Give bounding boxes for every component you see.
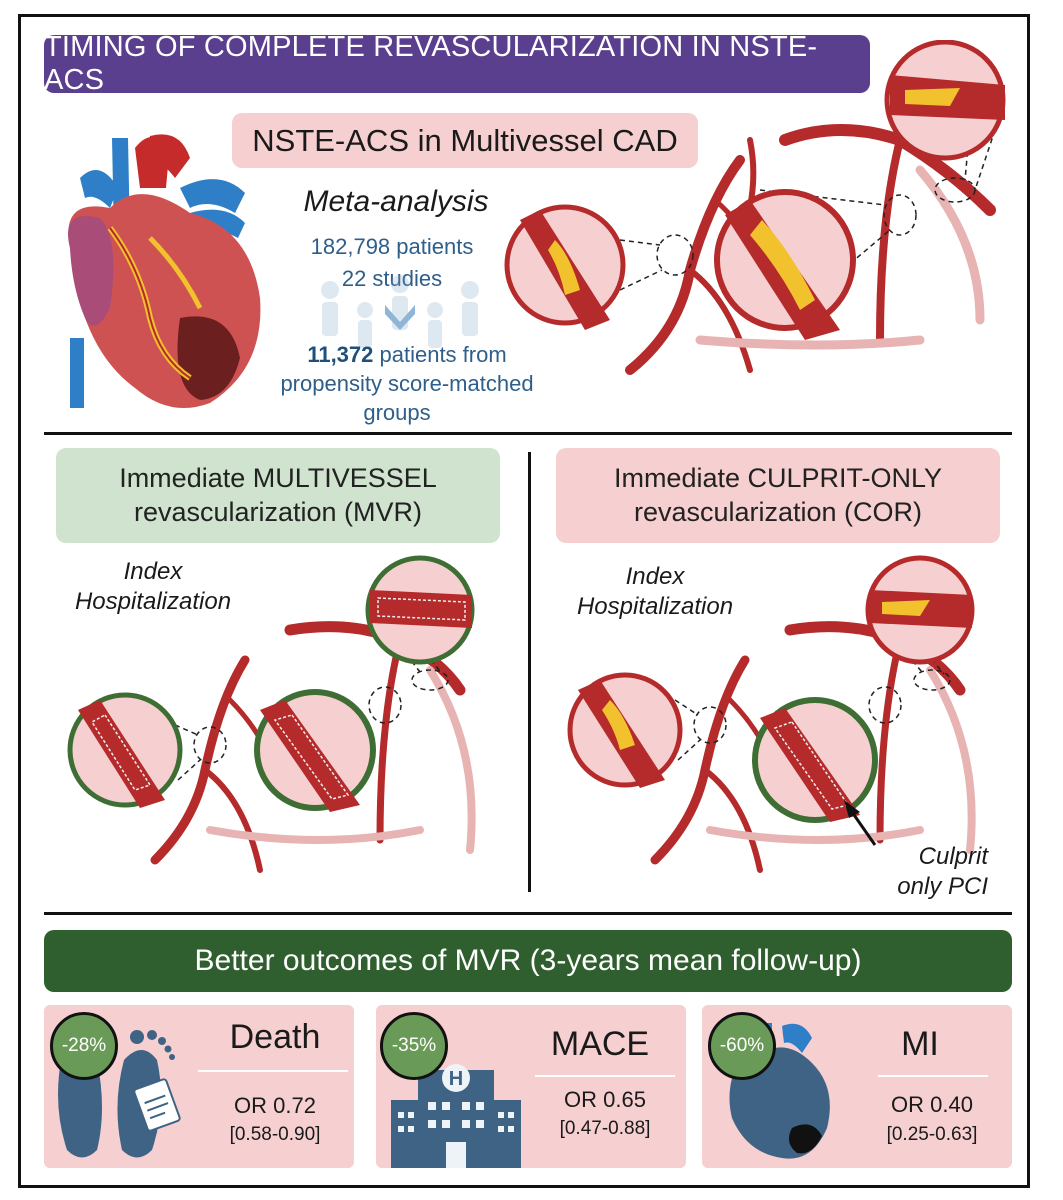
mace-divider [535, 1075, 675, 1077]
meta-matched-line1: 11,372 patients from [262, 342, 552, 368]
mvr-index-hospitalization: Index Hospitalization [58, 557, 248, 617]
meta-matched-line2: propensity score-matched [280, 371, 534, 396]
cor-strategy-box: Immediate CULPRIT-ONLY revascularization… [556, 448, 1000, 543]
mvr-strategy-label: Immediate MULTIVESSEL revascularization … [119, 462, 437, 530]
death-reduction-badge: -28% [50, 1012, 118, 1080]
mi-odds-ratio: OR 0.40 [891, 1092, 973, 1117]
feet-toe-tag-icon [58, 1030, 181, 1158]
subtitle-box: NSTE-ACS in Multivessel CAD [232, 113, 698, 168]
meta-studies: 22 studies [341, 266, 443, 291]
death-title: Death [229, 1018, 321, 1056]
meta-patients-total: 182,798 patients [310, 234, 474, 259]
cor-index-line1: Index [625, 563, 685, 590]
meta-analysis-heading: Meta-analysis [303, 185, 489, 218]
hospital-icon: H [391, 1064, 521, 1168]
mi-divider [878, 1075, 988, 1077]
chevron-down-icon [385, 305, 415, 330]
mvr-line1: Immediate MULTIVESSEL [119, 462, 437, 493]
mace-title: MACE [550, 1025, 650, 1063]
coronary-tree-mvr [67, 555, 476, 873]
culprit-line1: Culprit [918, 843, 988, 870]
people-group-icon [321, 275, 479, 348]
culprit-only-pci-label: Culprit only PCI [858, 842, 988, 902]
cor-line1: Immediate CULPRIT-ONLY [613, 462, 943, 493]
mvr-index-line1: Index [123, 558, 183, 585]
mvr-line2: revascularization (MVR) [133, 496, 423, 527]
meta-matched-rest: patients from [373, 342, 507, 367]
mvr-strategy-box: Immediate MULTIVESSEL revascularization … [56, 448, 500, 543]
svg-text:H: H [449, 1068, 463, 1090]
mace-reduction-badge: -35% [380, 1012, 448, 1080]
section-divider-1 [44, 432, 1012, 435]
infographic-frame [18, 14, 1030, 1188]
death-odds-ratio: OR 0.72 [234, 1093, 316, 1118]
cor-line2: revascularization (COR) [633, 496, 923, 527]
cor-index-hospitalization: Index Hospitalization [560, 562, 750, 622]
page-title: TIMING OF COMPLETE REVASCULARIZATION IN … [44, 31, 870, 96]
mvr-index-line2: Hospitalization [74, 588, 232, 615]
coronary-tree-cor [567, 555, 976, 873]
meta-matched-line3: groups [363, 400, 431, 425]
mace-odds-ratio: OR 0.65 [564, 1087, 646, 1112]
death-divider [198, 1070, 348, 1072]
death-confidence-interval: [0.58-0.90] [229, 1124, 321, 1145]
mace-confidence-interval: [0.47-0.88] [559, 1118, 651, 1139]
section-divider-2 [44, 912, 1012, 915]
mi-title: MI [901, 1025, 939, 1063]
cor-index-line2: Hospitalization [576, 593, 734, 620]
culprit-line2: only PCI [897, 873, 988, 900]
coronary-tree-top [504, 40, 1006, 375]
outcomes-heading: Better outcomes of MVR (3-years mean fol… [44, 930, 1012, 992]
section-divider-vertical [528, 452, 531, 892]
mi-confidence-interval: [0.25-0.63] [886, 1124, 978, 1145]
heart-illustration [68, 134, 261, 408]
mi-reduction-badge: -60% [708, 1012, 776, 1080]
cor-strategy-label: Immediate CULPRIT-ONLY revascularization… [614, 462, 942, 530]
meta-matched-count: 11,372 [307, 342, 374, 367]
